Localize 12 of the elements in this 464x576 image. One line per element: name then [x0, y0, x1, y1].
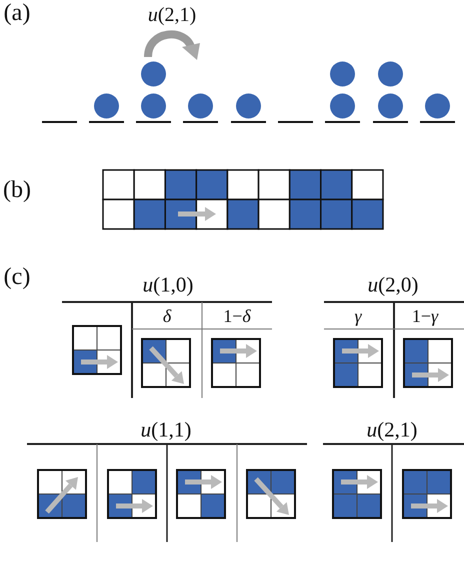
rate-label: u(1,0): [142, 274, 194, 296]
panel-label: (c): [4, 265, 30, 289]
probability-label: γ: [354, 307, 362, 325]
rate-label: u(2,1): [366, 420, 418, 440]
probability-label: 1−δ: [223, 307, 251, 325]
rate-label: u(2,1): [148, 5, 196, 25]
probability-label: δ: [162, 307, 172, 325]
rate-label: u(1,1): [140, 420, 192, 440]
panel-label: (a): [4, 1, 30, 25]
panel-label: (b): [3, 178, 31, 202]
probability-label: 1−γ: [412, 307, 438, 325]
rate-label: u(2,0): [368, 274, 418, 296]
